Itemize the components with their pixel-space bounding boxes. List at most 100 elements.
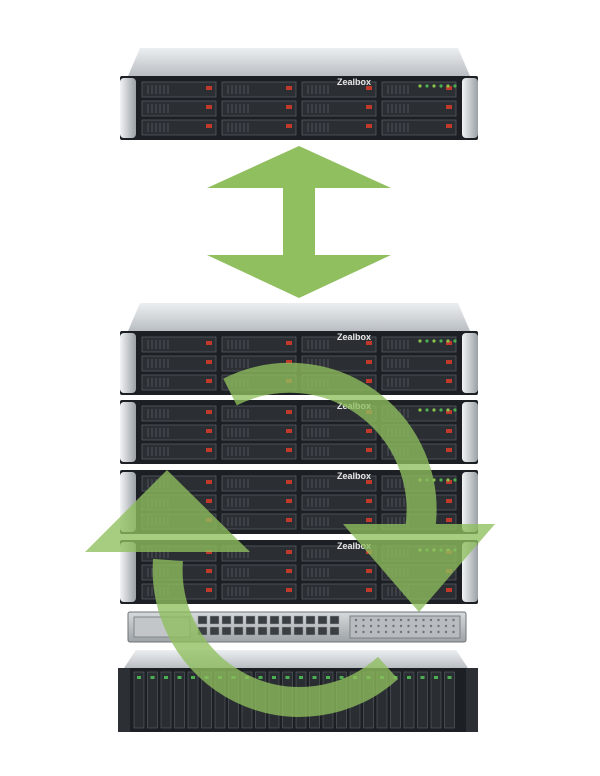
status-led	[439, 339, 443, 343]
drive-bay	[301, 583, 377, 600]
rack-handle-left	[120, 78, 136, 138]
drive-bay	[221, 119, 297, 136]
status-led	[432, 408, 436, 412]
storage-drive-slot	[133, 671, 145, 729]
network-port	[281, 626, 292, 636]
network-port	[209, 615, 220, 625]
network-port	[305, 615, 316, 625]
drive-bay	[221, 494, 297, 511]
network-port	[317, 626, 328, 636]
vertical-double-arrow-icon	[207, 146, 391, 298]
drive-bay	[141, 100, 217, 117]
status-led	[425, 339, 429, 343]
status-led	[418, 339, 422, 343]
network-port	[329, 615, 340, 625]
brand-logo: Zealbox	[337, 332, 371, 342]
rack-handle-right	[462, 78, 478, 138]
drive-bay	[221, 513, 297, 530]
status-led	[425, 408, 429, 412]
storage-drive-slot	[444, 671, 455, 729]
storage-drive-slot	[417, 671, 428, 729]
network-port	[245, 615, 256, 625]
network-port	[293, 626, 304, 636]
network-port	[269, 615, 280, 625]
drive-bay	[301, 494, 377, 511]
drive-bay	[141, 424, 217, 441]
storage-drive-slot	[187, 671, 199, 729]
status-led	[432, 84, 436, 88]
network-port	[281, 615, 292, 625]
network-port	[257, 626, 268, 636]
drive-bay	[301, 564, 377, 581]
standalone-server-unit: Zealbox	[120, 48, 478, 140]
rack-handle-left	[120, 402, 136, 462]
drive-bay	[381, 374, 457, 391]
network-port	[245, 626, 256, 636]
drive-bay	[301, 424, 377, 441]
rack-handle-left	[120, 333, 136, 393]
drive-bay	[381, 336, 457, 353]
storage-drive-slot	[430, 671, 442, 729]
drive-bay	[221, 475, 297, 492]
storage-drive-slot	[390, 671, 401, 729]
network-port	[329, 626, 340, 636]
network-port	[197, 615, 208, 625]
drive-bay	[141, 81, 217, 98]
network-port	[233, 615, 244, 625]
drive-bay	[221, 564, 297, 581]
drive-bay	[141, 374, 217, 391]
network-port	[233, 626, 244, 636]
status-led	[453, 478, 457, 482]
status-led	[439, 84, 443, 88]
drive-bay	[221, 424, 297, 441]
drive-bay	[141, 355, 217, 372]
drive-bay	[221, 81, 297, 98]
status-led	[418, 408, 422, 412]
drive-bay	[141, 119, 217, 136]
status-led	[453, 339, 457, 343]
network-port	[269, 626, 280, 636]
rack-handle-right	[462, 402, 478, 462]
storage-drive-slot	[160, 671, 172, 729]
status-led	[446, 84, 450, 88]
storage-drive-slot	[174, 671, 185, 729]
status-led	[446, 478, 450, 482]
rack-handle-right	[462, 333, 478, 393]
rack-handle-right	[462, 472, 478, 532]
network-port	[317, 615, 328, 625]
storage-drive-slot	[147, 671, 158, 729]
status-led	[425, 84, 429, 88]
brand-logo: Zealbox	[337, 77, 371, 87]
brand-logo: Zealbox	[337, 541, 371, 551]
status-led	[446, 339, 450, 343]
drive-bay	[381, 81, 457, 98]
status-led	[439, 408, 443, 412]
status-led	[446, 408, 450, 412]
drive-bay	[301, 443, 377, 460]
drive-bay	[221, 443, 297, 460]
drive-bay	[221, 100, 297, 117]
drive-bay	[381, 100, 457, 117]
network-switch	[127, 611, 467, 643]
network-port	[257, 615, 268, 625]
storage-drive-slot	[403, 671, 415, 729]
drive-bay	[221, 583, 297, 600]
status-led	[418, 84, 422, 88]
status-led	[439, 478, 443, 482]
drive-bay	[301, 100, 377, 117]
drive-bay	[381, 119, 457, 136]
circular-sync-arrows-icon	[85, 362, 495, 717]
drive-bay	[141, 405, 217, 422]
network-port	[221, 626, 232, 636]
drive-bay	[141, 336, 217, 353]
drive-bay	[381, 355, 457, 372]
status-led	[453, 408, 457, 412]
status-led	[453, 84, 457, 88]
drive-bay	[141, 443, 217, 460]
status-led	[432, 339, 436, 343]
rack-handle-left	[120, 542, 136, 602]
brand-logo: Zealbox	[337, 471, 371, 481]
network-port	[305, 626, 316, 636]
drive-bay	[221, 336, 297, 353]
